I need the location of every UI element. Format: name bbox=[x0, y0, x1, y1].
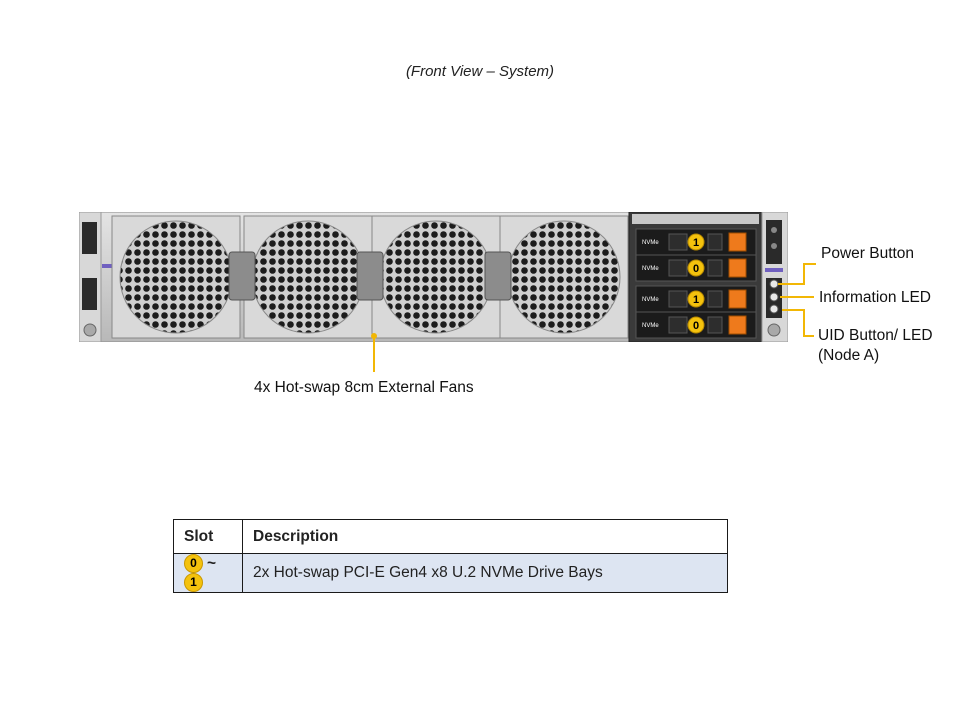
fan-module[interactable] bbox=[499, 215, 629, 339]
slot-badge-start: 0 bbox=[184, 554, 203, 573]
svg-text:NVMe: NVMe bbox=[642, 240, 659, 246]
svg-text:0: 0 bbox=[693, 320, 699, 332]
uid-button[interactable] bbox=[769, 304, 779, 314]
svg-text:1: 1 bbox=[693, 237, 699, 249]
uid-label-line2: (Node A) bbox=[818, 347, 880, 364]
fan-module[interactable] bbox=[111, 215, 241, 339]
uid-label-line1: UID Button/ LED bbox=[818, 327, 933, 344]
information-led-label: Information LED bbox=[819, 289, 931, 306]
left-rack-ear bbox=[79, 212, 112, 342]
slot-range-separator: ~ bbox=[207, 554, 217, 572]
drive-bay[interactable]: NVMe 1 bbox=[635, 285, 757, 313]
fans-label: 4x Hot-swap 8cm External Fans bbox=[254, 379, 474, 396]
slot-header: Slot bbox=[173, 519, 243, 554]
information-led bbox=[769, 292, 779, 302]
description-header: Description bbox=[242, 519, 728, 554]
drive-bay[interactable]: NVMe 1 bbox=[635, 228, 757, 256]
table-header-row: Slot Description bbox=[173, 519, 728, 554]
figure-caption: (Front View – System) bbox=[405, 63, 555, 80]
fan-module[interactable] bbox=[371, 215, 501, 339]
uid-button-leader bbox=[782, 309, 814, 337]
svg-text:NVMe: NVMe bbox=[642, 297, 659, 303]
power-button-leader bbox=[778, 263, 816, 285]
description-cell: 2x Hot-swap PCI-E Gen4 x8 U.2 NVMe Drive… bbox=[242, 553, 728, 593]
svg-text:0: 0 bbox=[693, 263, 699, 275]
slot-cell: 0~1 bbox=[173, 553, 243, 593]
slot-table: Slot Description 0~1 2x Hot-swap PCI-E G… bbox=[173, 519, 728, 593]
svg-text:NVMe: NVMe bbox=[642, 323, 659, 329]
fan-module[interactable] bbox=[243, 215, 373, 339]
power-button-label: Power Button bbox=[821, 245, 915, 262]
slot-badge-end: 1 bbox=[184, 573, 203, 592]
svg-text:1: 1 bbox=[693, 294, 699, 306]
svg-text:NVMe: NVMe bbox=[642, 266, 659, 272]
server-front-panel: NVMe 1 NVMe 0 NVMe 1 NVMe 0 bbox=[79, 212, 788, 342]
drive-bay[interactable]: NVMe 0 bbox=[635, 254, 757, 282]
drive-bay[interactable]: NVMe 0 bbox=[635, 311, 757, 339]
uid-button-label: UID Button/ LED (Node A) bbox=[818, 326, 933, 366]
table-row: 0~1 2x Hot-swap PCI-E Gen4 x8 U.2 NVMe D… bbox=[173, 553, 728, 593]
